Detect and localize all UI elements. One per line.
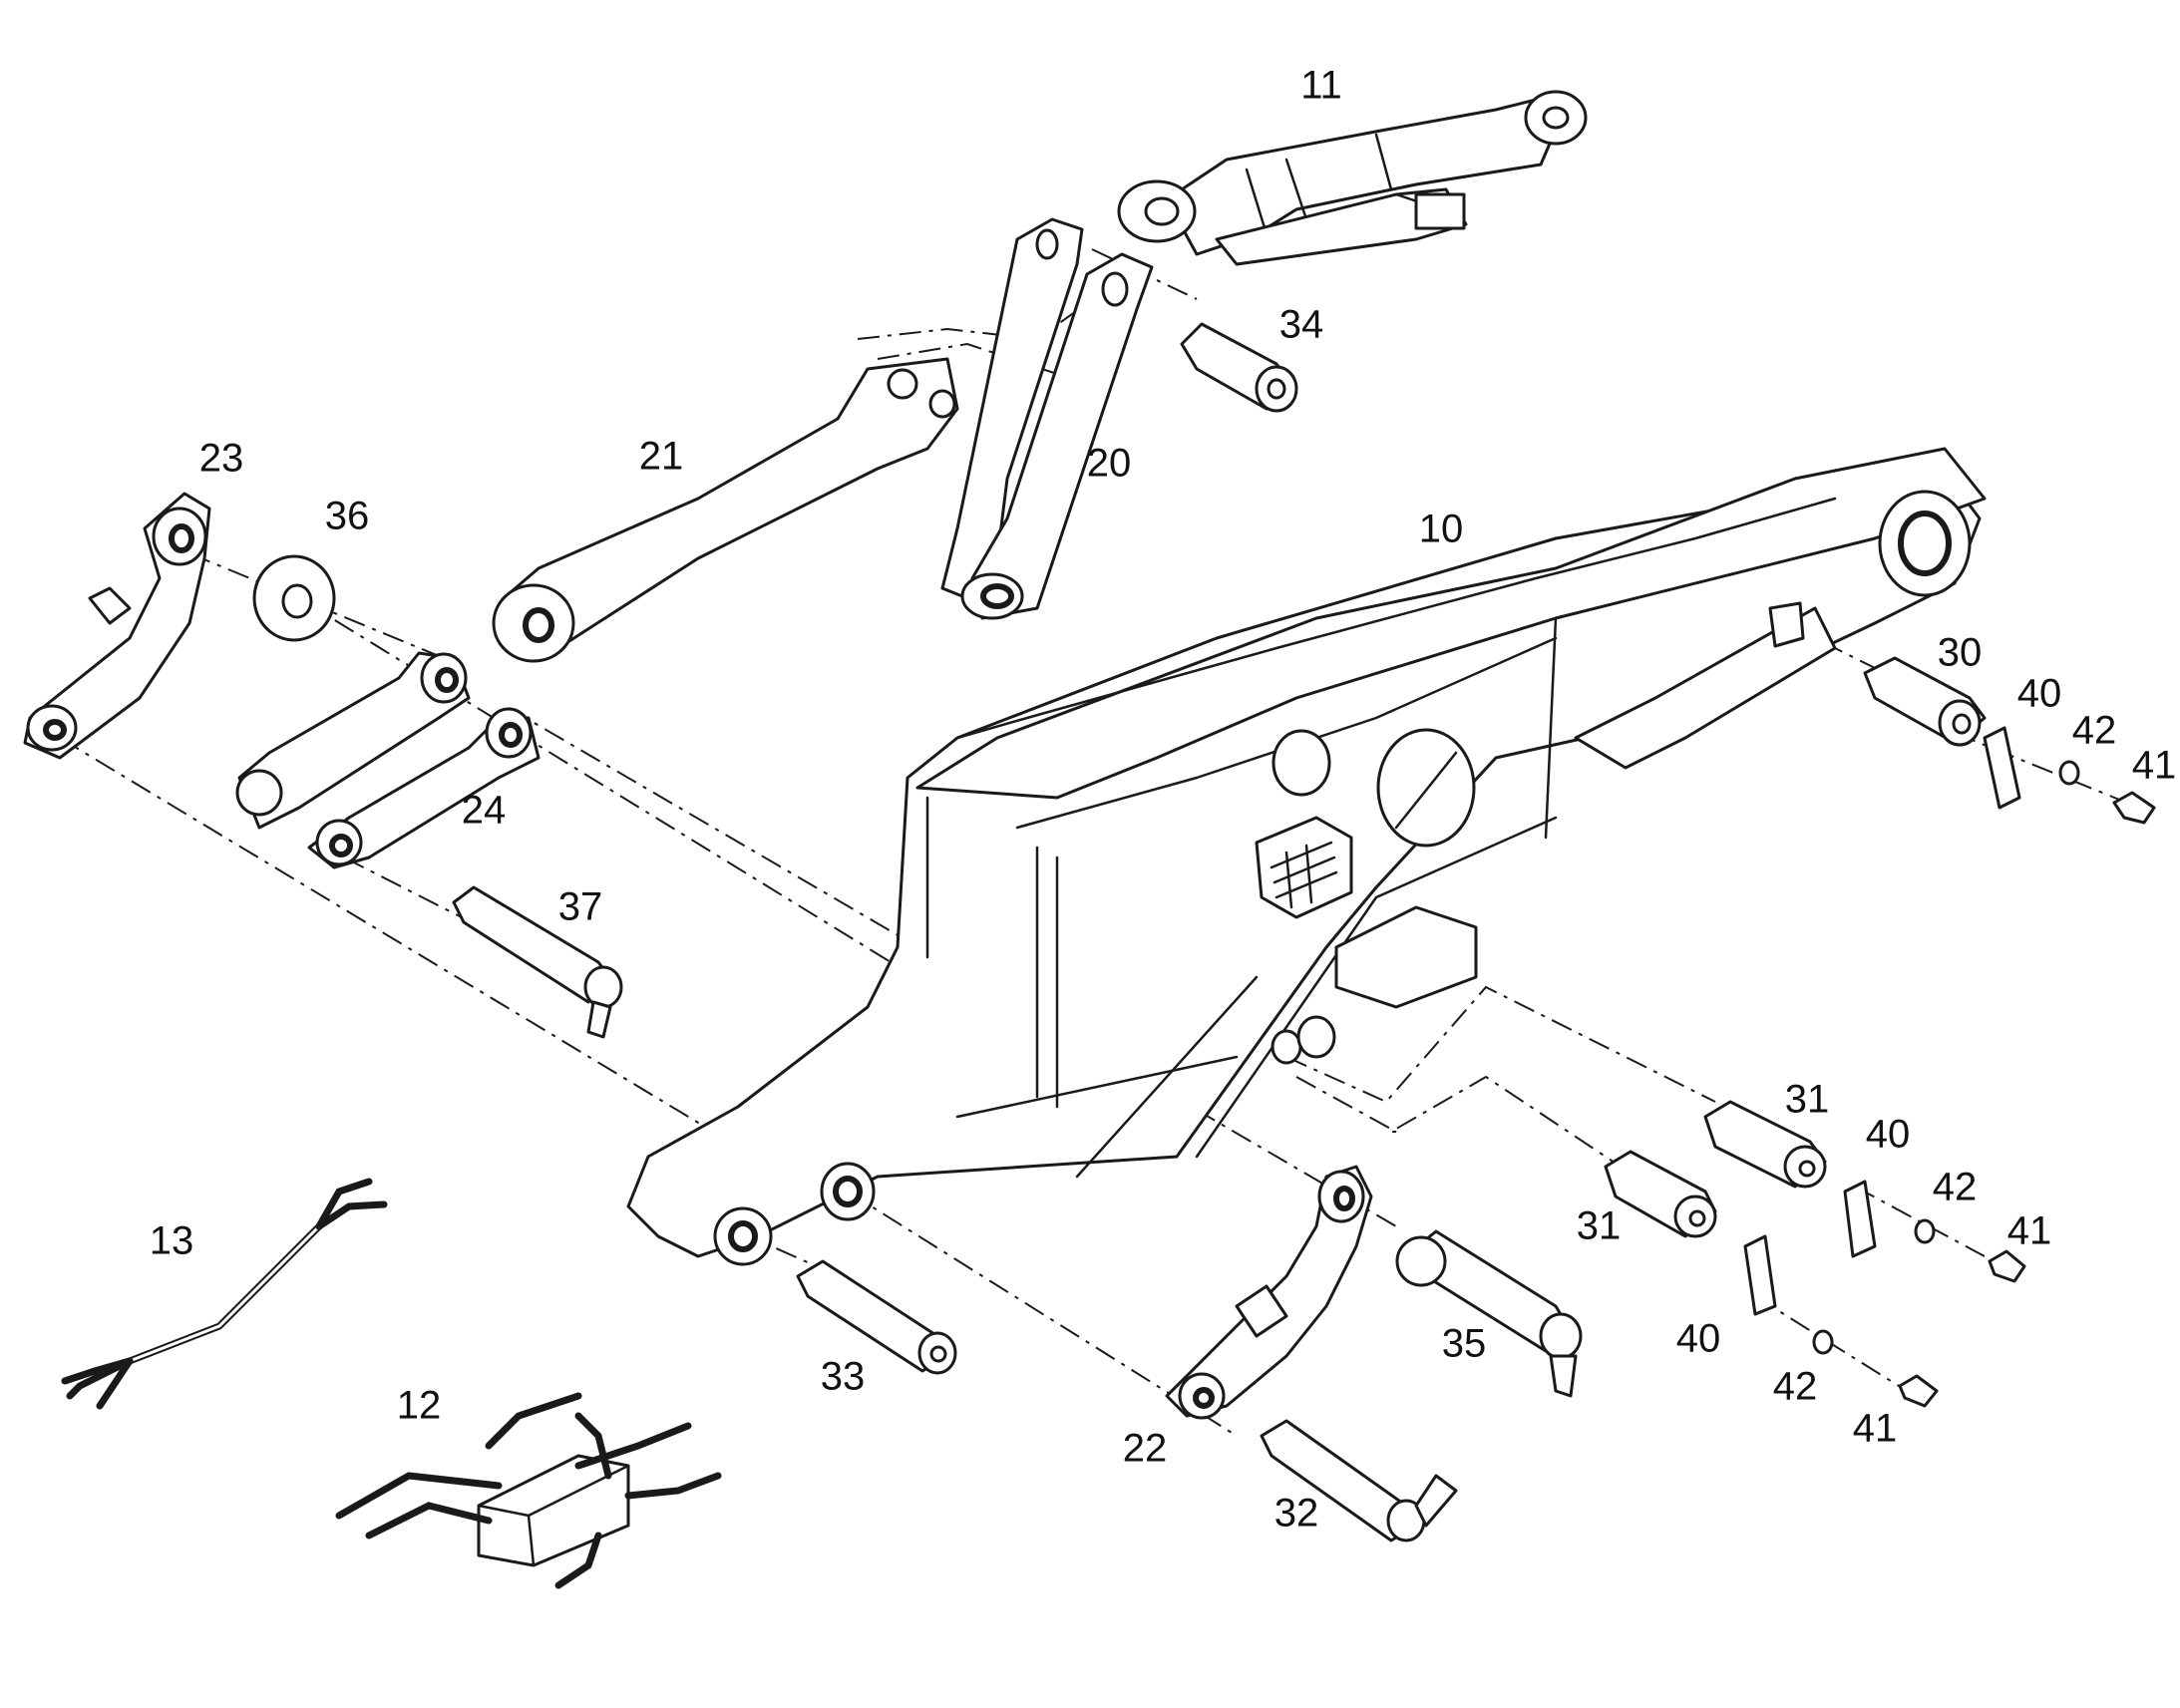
callout-31-upper: 31	[1785, 1078, 1830, 1122]
callout-42-a: 42	[2072, 709, 2117, 753]
callout-30: 30	[1938, 631, 1983, 675]
callout-40-c: 40	[1676, 1317, 1721, 1361]
twin-link-24	[235, 651, 541, 869]
callout-35: 35	[1442, 1322, 1487, 1366]
callout-41-c: 41	[1853, 1407, 1898, 1451]
bolt-41-b	[1988, 1249, 2026, 1283]
callout-23: 23	[199, 437, 244, 481]
strap-40-c	[1743, 1234, 1777, 1316]
pin-32	[1260, 1419, 1458, 1542]
callout-40-a: 40	[2017, 672, 2062, 716]
callout-13: 13	[150, 1219, 194, 1263]
callout-10: 10	[1419, 508, 1464, 551]
plate-22	[1165, 1165, 1373, 1420]
arm-21	[492, 357, 959, 663]
callout-42-b: 42	[1933, 1166, 1978, 1209]
pin-31-upper	[1703, 1100, 1827, 1189]
bolt-41-c	[1898, 1374, 1939, 1408]
callout-42-c: 42	[1773, 1365, 1818, 1409]
hydraulic-cylinder	[1117, 90, 1588, 266]
callout-33: 33	[821, 1355, 866, 1399]
pin-31-lower	[1604, 1150, 1717, 1238]
callout-40-b: 40	[1866, 1113, 1911, 1157]
pin-30	[1863, 656, 1987, 747]
callout-32: 32	[1274, 1492, 1319, 1536]
callout-22: 22	[1123, 1427, 1168, 1471]
callout-41-a: 41	[2132, 744, 2177, 788]
callout-37: 37	[558, 885, 603, 929]
callout-11: 11	[1300, 64, 1342, 108]
strap-40-a	[1983, 726, 2021, 810]
washer-42-c	[1812, 1329, 1834, 1355]
pin-34	[1180, 322, 1298, 413]
link-arm-20	[940, 217, 1154, 620]
callout-41-b: 41	[2007, 1209, 2052, 1253]
callout-labels: 10 11 12 13 20 21 22 23 24 30 31 31 32 3…	[150, 64, 2177, 1536]
callout-31-lower: 31	[1577, 1204, 1622, 1248]
callout-20: 20	[1087, 442, 1132, 486]
callout-24: 24	[462, 789, 507, 833]
main-boom-frame	[626, 447, 1987, 1266]
washer-36	[252, 554, 336, 642]
plate-23	[23, 492, 211, 760]
pin-37	[452, 885, 623, 1039]
valve-block	[335, 1392, 722, 1589]
pin-35	[1395, 1229, 1583, 1398]
boom-grille-detail	[1270, 841, 1338, 909]
callout-12: 12	[397, 1384, 442, 1428]
callout-21: 21	[639, 435, 684, 479]
callout-36: 36	[325, 495, 370, 538]
washer-42-b	[1914, 1218, 1936, 1244]
wire-harness	[61, 1178, 388, 1410]
washer-42-a	[2058, 760, 2080, 786]
pin-33	[796, 1259, 957, 1375]
strap-40-b	[1843, 1180, 1877, 1258]
callout-34: 34	[1279, 303, 1324, 347]
bolt-41-a	[2112, 791, 2156, 825]
